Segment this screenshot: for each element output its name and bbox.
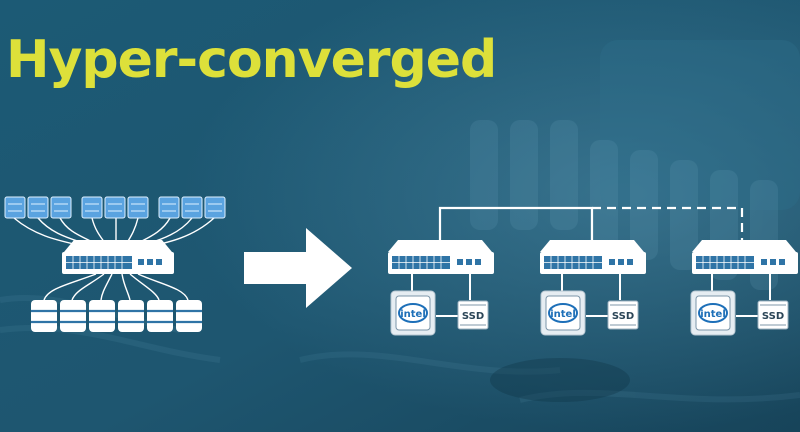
hyperconverged-cluster: intel SSD bbox=[388, 206, 798, 336]
right-arrow-icon bbox=[244, 228, 352, 308]
intel-cpu-chip-icon: intel bbox=[690, 290, 736, 336]
storage-links bbox=[43, 273, 189, 301]
rack-server-icon bbox=[158, 196, 180, 219]
storage-array bbox=[31, 300, 202, 332]
server-group-1 bbox=[4, 196, 72, 219]
page-title: Hyper-converged bbox=[6, 30, 497, 90]
database-disk-icon bbox=[60, 300, 86, 332]
rack-server-icon bbox=[540, 240, 646, 274]
rack-server-icon bbox=[4, 196, 26, 219]
cpu-brand-label: intel bbox=[550, 309, 576, 320]
rack-server-icon bbox=[127, 196, 149, 219]
database-disk-icon bbox=[89, 300, 115, 332]
cluster-interconnect bbox=[438, 206, 744, 240]
rack-server-icon bbox=[104, 196, 126, 219]
database-disk-icon bbox=[147, 300, 173, 332]
rack-server-icon bbox=[692, 240, 798, 274]
database-disk-icon bbox=[118, 300, 144, 332]
intel-cpu-chip-icon: intel bbox=[390, 290, 436, 336]
intel-cpu-chip-icon: intel bbox=[540, 290, 586, 336]
database-disk-icon bbox=[176, 300, 202, 332]
node-1: intel SSD bbox=[388, 240, 494, 336]
ssd-label: SSD bbox=[462, 311, 484, 322]
database-disk-icon bbox=[31, 300, 57, 332]
node-2: intel SSD bbox=[540, 240, 646, 336]
rack-server-icon bbox=[27, 196, 49, 219]
legacy-architecture bbox=[4, 196, 226, 332]
cpu-brand-label: intel bbox=[400, 309, 426, 320]
cpu-brand-label: intel bbox=[700, 309, 726, 320]
rack-server-icon bbox=[388, 240, 494, 274]
rack-server-icon bbox=[81, 196, 103, 219]
server-group-2 bbox=[81, 196, 149, 219]
ssd-label: SSD bbox=[612, 311, 634, 322]
ssd-drive-icon: SSD bbox=[757, 300, 789, 330]
ssd-drive-icon: SSD bbox=[457, 300, 489, 330]
node-3: intel SSD bbox=[690, 240, 798, 336]
network-switch-icon bbox=[62, 240, 174, 274]
rack-server-icon bbox=[204, 196, 226, 219]
rack-server-icon bbox=[50, 196, 72, 219]
ssd-drive-icon: SSD bbox=[607, 300, 639, 330]
server-group-3 bbox=[158, 196, 226, 219]
ssd-label: SSD bbox=[762, 311, 784, 322]
rack-server-icon bbox=[181, 196, 203, 219]
